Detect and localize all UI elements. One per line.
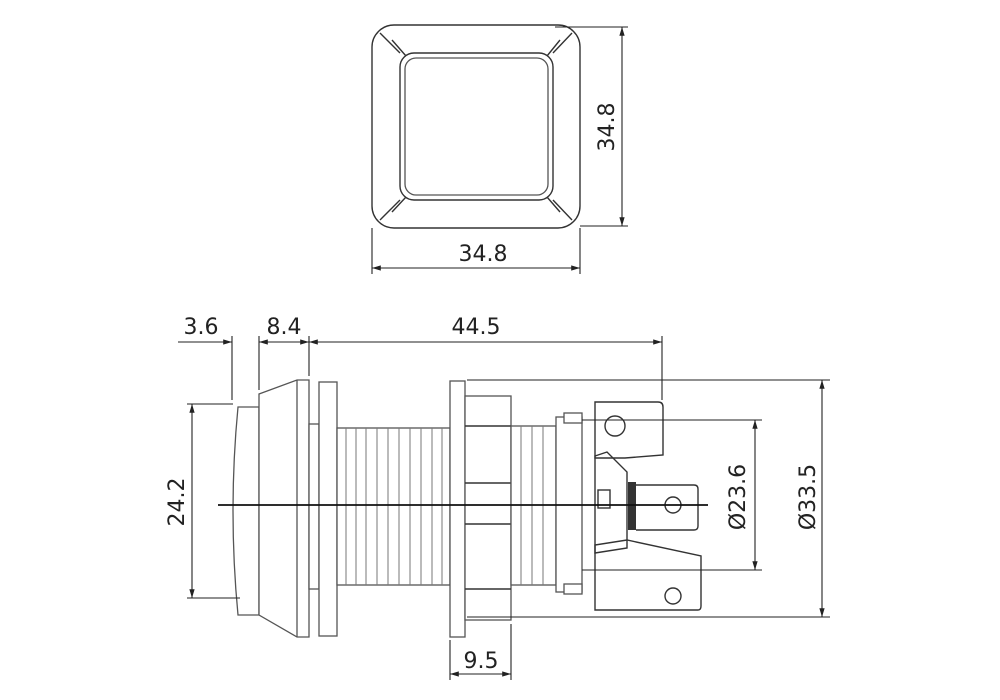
nut [464, 395, 512, 621]
inner-diameter-label: Ø23.6 [726, 464, 751, 530]
top-height-dimension [555, 26, 628, 227]
thread [336, 427, 451, 586]
cap [232, 406, 260, 616]
nut-width-label: 9.5 [464, 649, 499, 674]
side-top-dimensions [178, 336, 663, 400]
washer [318, 381, 338, 637]
top-height-label: 34.8 [595, 103, 620, 152]
cap-height-label: 24.2 [165, 478, 190, 527]
terminal-tab [636, 484, 699, 531]
outer-diameter-dimension [467, 379, 830, 618]
inner-diameter-dimension [582, 419, 762, 571]
top-width-dimension [371, 228, 581, 274]
body-length-label: 44.5 [452, 315, 501, 340]
top-view [371, 24, 581, 229]
bezel-depth-label: 8.4 [267, 315, 302, 340]
terminal-top [594, 401, 664, 459]
terminal-bottom [594, 539, 702, 611]
side-view [218, 379, 708, 638]
nut-width-dimension [449, 624, 512, 680]
nut-flange [449, 380, 466, 638]
switch-lever [594, 451, 628, 554]
cap-depth-label: 3.6 [184, 315, 219, 340]
bezel [258, 379, 310, 638]
cap-height-dimension [187, 403, 240, 599]
outer-diameter-label: Ø33.5 [796, 464, 821, 530]
top-width-label: 34.8 [459, 242, 508, 267]
